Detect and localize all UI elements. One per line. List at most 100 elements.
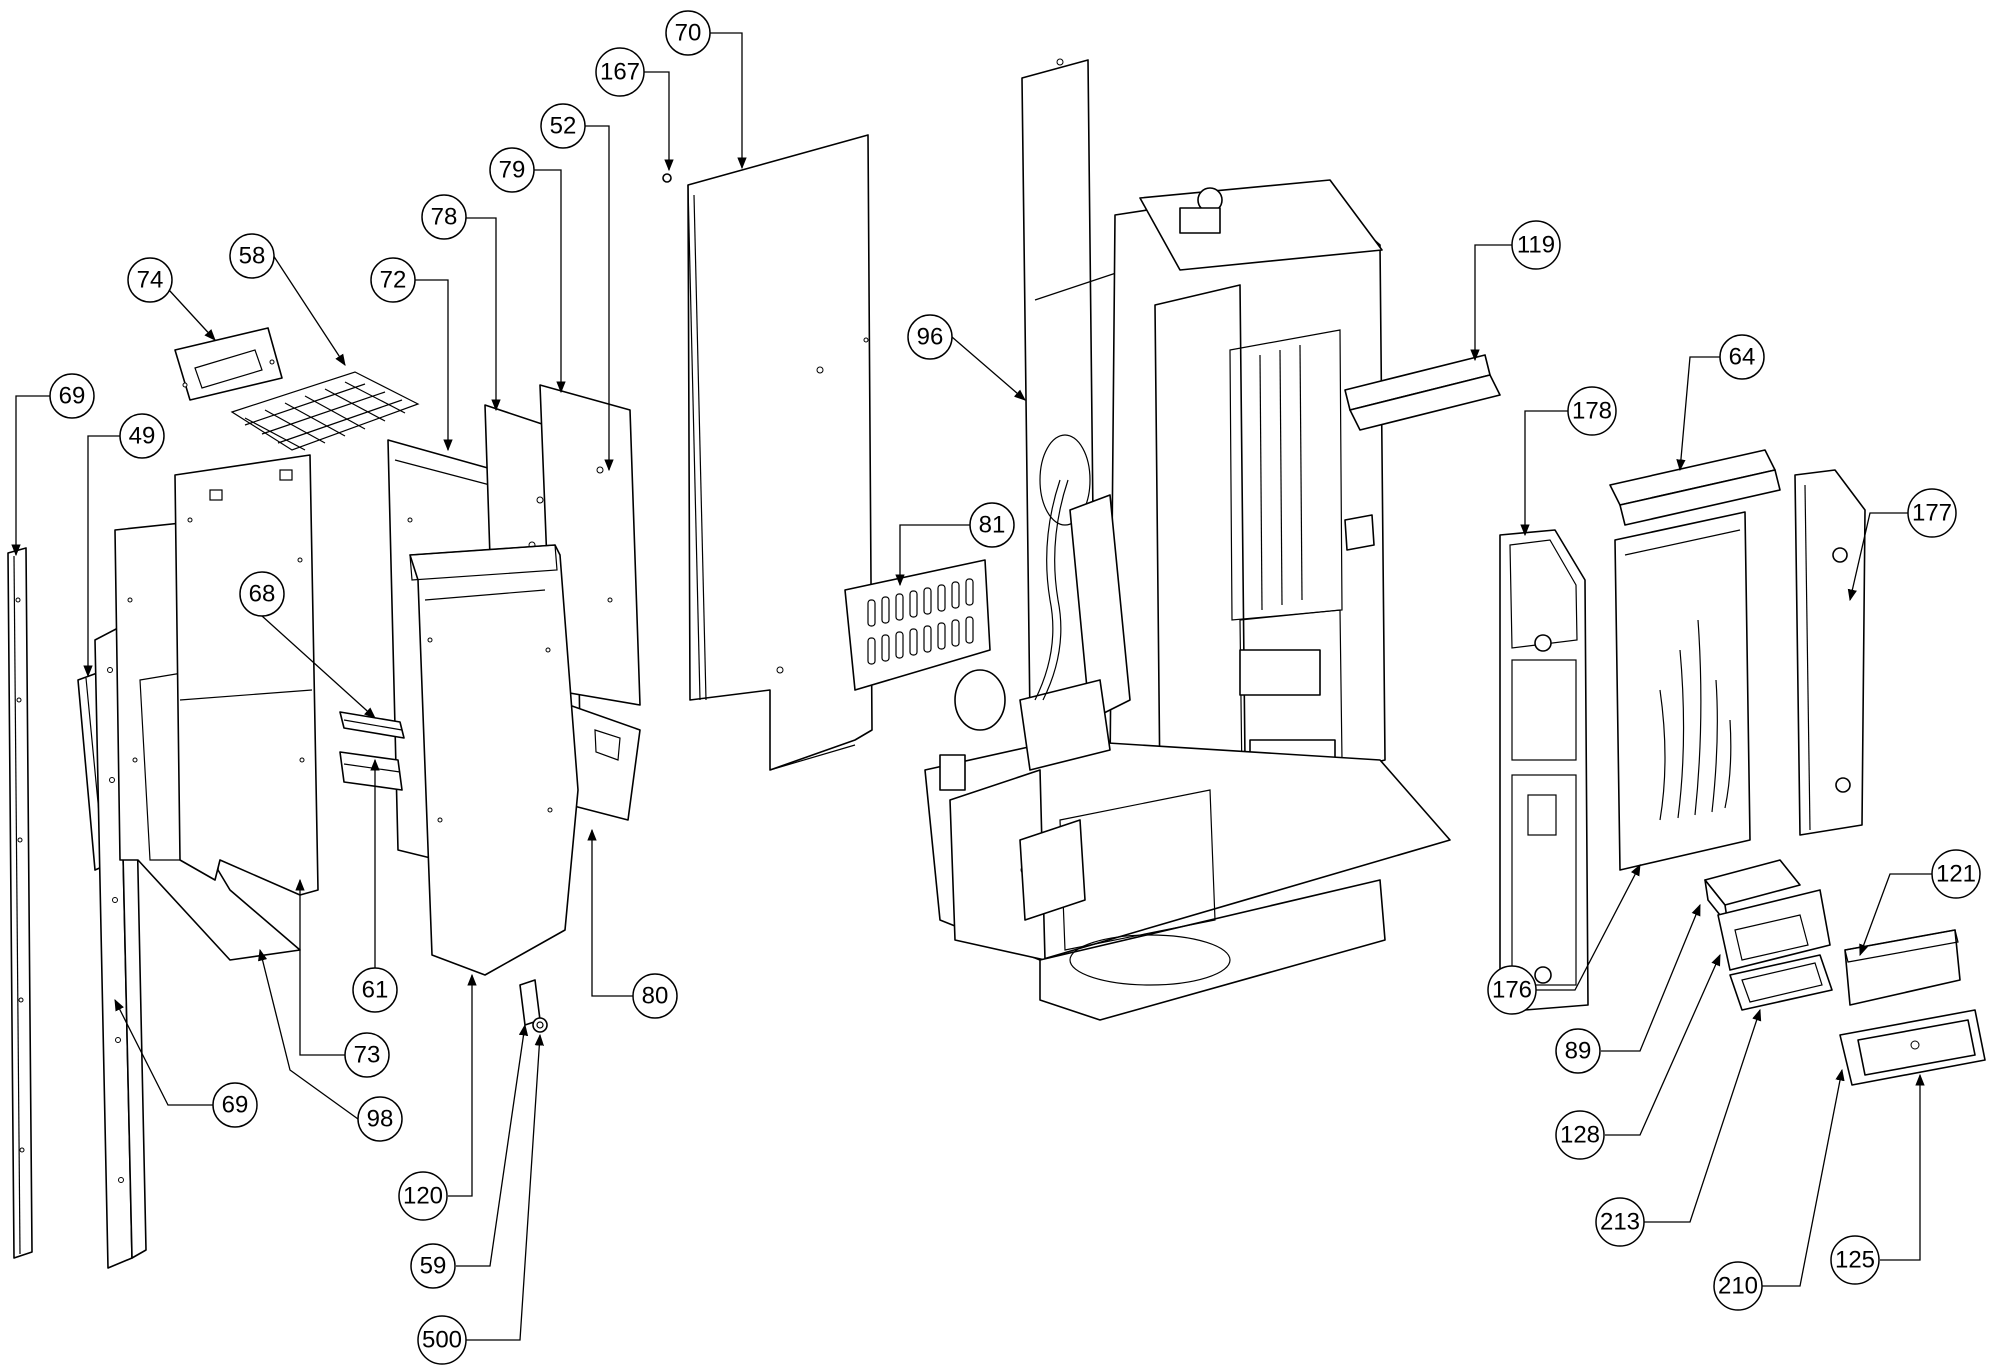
leader-176 <box>1535 863 1641 991</box>
leader-72 <box>414 279 453 452</box>
louver-slot <box>951 619 960 647</box>
louver-slot <box>951 581 960 609</box>
callout-79: 79 <box>489 147 535 193</box>
leader-178 <box>1520 410 1568 537</box>
callout-label: 58 <box>239 243 266 270</box>
callout-label: 49 <box>129 423 156 450</box>
part-120-front-panel <box>409 544 579 976</box>
louver-slot <box>965 616 974 644</box>
callout-label: 167 <box>600 59 640 86</box>
callout-label: 128 <box>1560 1122 1600 1149</box>
callout-89: 89 <box>1555 1028 1601 1074</box>
leader-81 <box>895 524 970 587</box>
part-69-left-rail <box>7 547 33 1259</box>
callout-label: 210 <box>1718 1273 1758 1300</box>
callout-label: 98 <box>367 1106 394 1133</box>
part-81-louvered-panel <box>844 559 991 691</box>
leader-177 <box>1847 512 1908 602</box>
stove-base <box>924 739 1451 1021</box>
callout-label: 81 <box>979 512 1006 539</box>
callout-bubbles: 69 49 74 58 72 78 79 52 <box>49 10 1981 1365</box>
callout-label: 121 <box>1936 861 1976 888</box>
part-64-top-angle <box>1609 449 1781 526</box>
callout-label: 176 <box>1492 977 1532 1004</box>
callout-label: 177 <box>1912 500 1952 527</box>
auger-assembly <box>939 479 1131 921</box>
callout-73: 73 <box>344 1032 390 1078</box>
part-74-top-bracket <box>174 327 283 401</box>
callout-label: 79 <box>499 157 526 184</box>
stove-main-body <box>1109 179 1386 881</box>
louver-slot <box>881 634 890 662</box>
part-125-plate <box>1857 1019 1976 1076</box>
part-500-nut <box>532 1017 548 1033</box>
leader-98 <box>258 948 359 1120</box>
callout-167: 167 <box>595 47 645 97</box>
callout-label: 125 <box>1835 1247 1875 1274</box>
callout-119: 119 <box>1511 220 1561 270</box>
leader-128 <box>1605 953 1721 1136</box>
leader-79 <box>534 169 566 394</box>
part-119-angle-bar <box>1344 354 1501 431</box>
callout-500: 500 <box>417 1315 467 1365</box>
callout-80: 80 <box>632 973 678 1019</box>
louver-slot <box>867 637 876 665</box>
callout-label: 96 <box>917 324 944 351</box>
callout-70: 70 <box>665 10 711 56</box>
callout-177: 177 <box>1907 488 1957 538</box>
callout-label: 213 <box>1600 1209 1640 1236</box>
part-178-side-frame <box>1499 529 1589 1011</box>
leader-96 <box>951 336 1026 401</box>
leader-69a <box>11 395 52 557</box>
callout-69-top-left: 69 <box>49 373 95 419</box>
callout-125: 125 <box>1830 1235 1880 1285</box>
callout-120: 120 <box>398 1171 448 1221</box>
callout-label: 70 <box>675 20 702 47</box>
leader-121 <box>1859 873 1933 957</box>
leader-78 <box>465 217 501 412</box>
callout-74: 74 <box>127 257 173 303</box>
callout-210: 210 <box>1713 1261 1763 1311</box>
callout-label: 61 <box>362 977 389 1004</box>
leader-52 <box>585 125 614 472</box>
louver-slot <box>895 631 904 659</box>
leader-69b <box>114 998 213 1106</box>
leader-49 <box>83 435 120 678</box>
callout-label: 69 <box>222 1092 249 1119</box>
callout-label: 52 <box>550 113 577 140</box>
louver-slot <box>923 587 932 615</box>
callout-label: 69 <box>59 383 86 410</box>
callout-label: 178 <box>1572 398 1612 425</box>
leader-58 <box>272 254 346 366</box>
louver-slot <box>909 628 918 656</box>
leader-125 <box>1880 1073 1925 1261</box>
part-73-rear-panel <box>174 454 319 896</box>
callout-label: 119 <box>1517 232 1555 259</box>
callout-label: 59 <box>420 1253 447 1280</box>
callout-96: 96 <box>907 314 953 360</box>
callout-78: 78 <box>421 194 467 240</box>
louver-slot <box>867 599 876 627</box>
louver-slot <box>881 596 890 624</box>
leader-213 <box>1644 1008 1762 1223</box>
part-167-screw <box>662 173 672 183</box>
callout-128: 128 <box>1555 1110 1605 1160</box>
part-128-hopper-box <box>1717 889 1831 971</box>
callout-label: 78 <box>431 204 458 231</box>
part-177-side-frame <box>1794 469 1866 836</box>
callout-64: 64 <box>1719 334 1765 380</box>
callout-68: 68 <box>239 571 285 617</box>
leader-70 <box>710 32 747 170</box>
callout-121: 121 <box>1931 849 1981 899</box>
leader-120 <box>448 973 477 1197</box>
part-70-tall-panel <box>687 134 873 771</box>
callout-label: 80 <box>642 983 669 1010</box>
part-176-door-panel <box>1614 511 1751 871</box>
callout-58: 58 <box>229 233 275 279</box>
callout-72: 72 <box>370 257 416 303</box>
leader-64 <box>1676 356 1720 472</box>
callout-label: 73 <box>354 1042 381 1069</box>
part-68-bracket <box>339 711 405 739</box>
callout-label: 74 <box>137 267 164 294</box>
